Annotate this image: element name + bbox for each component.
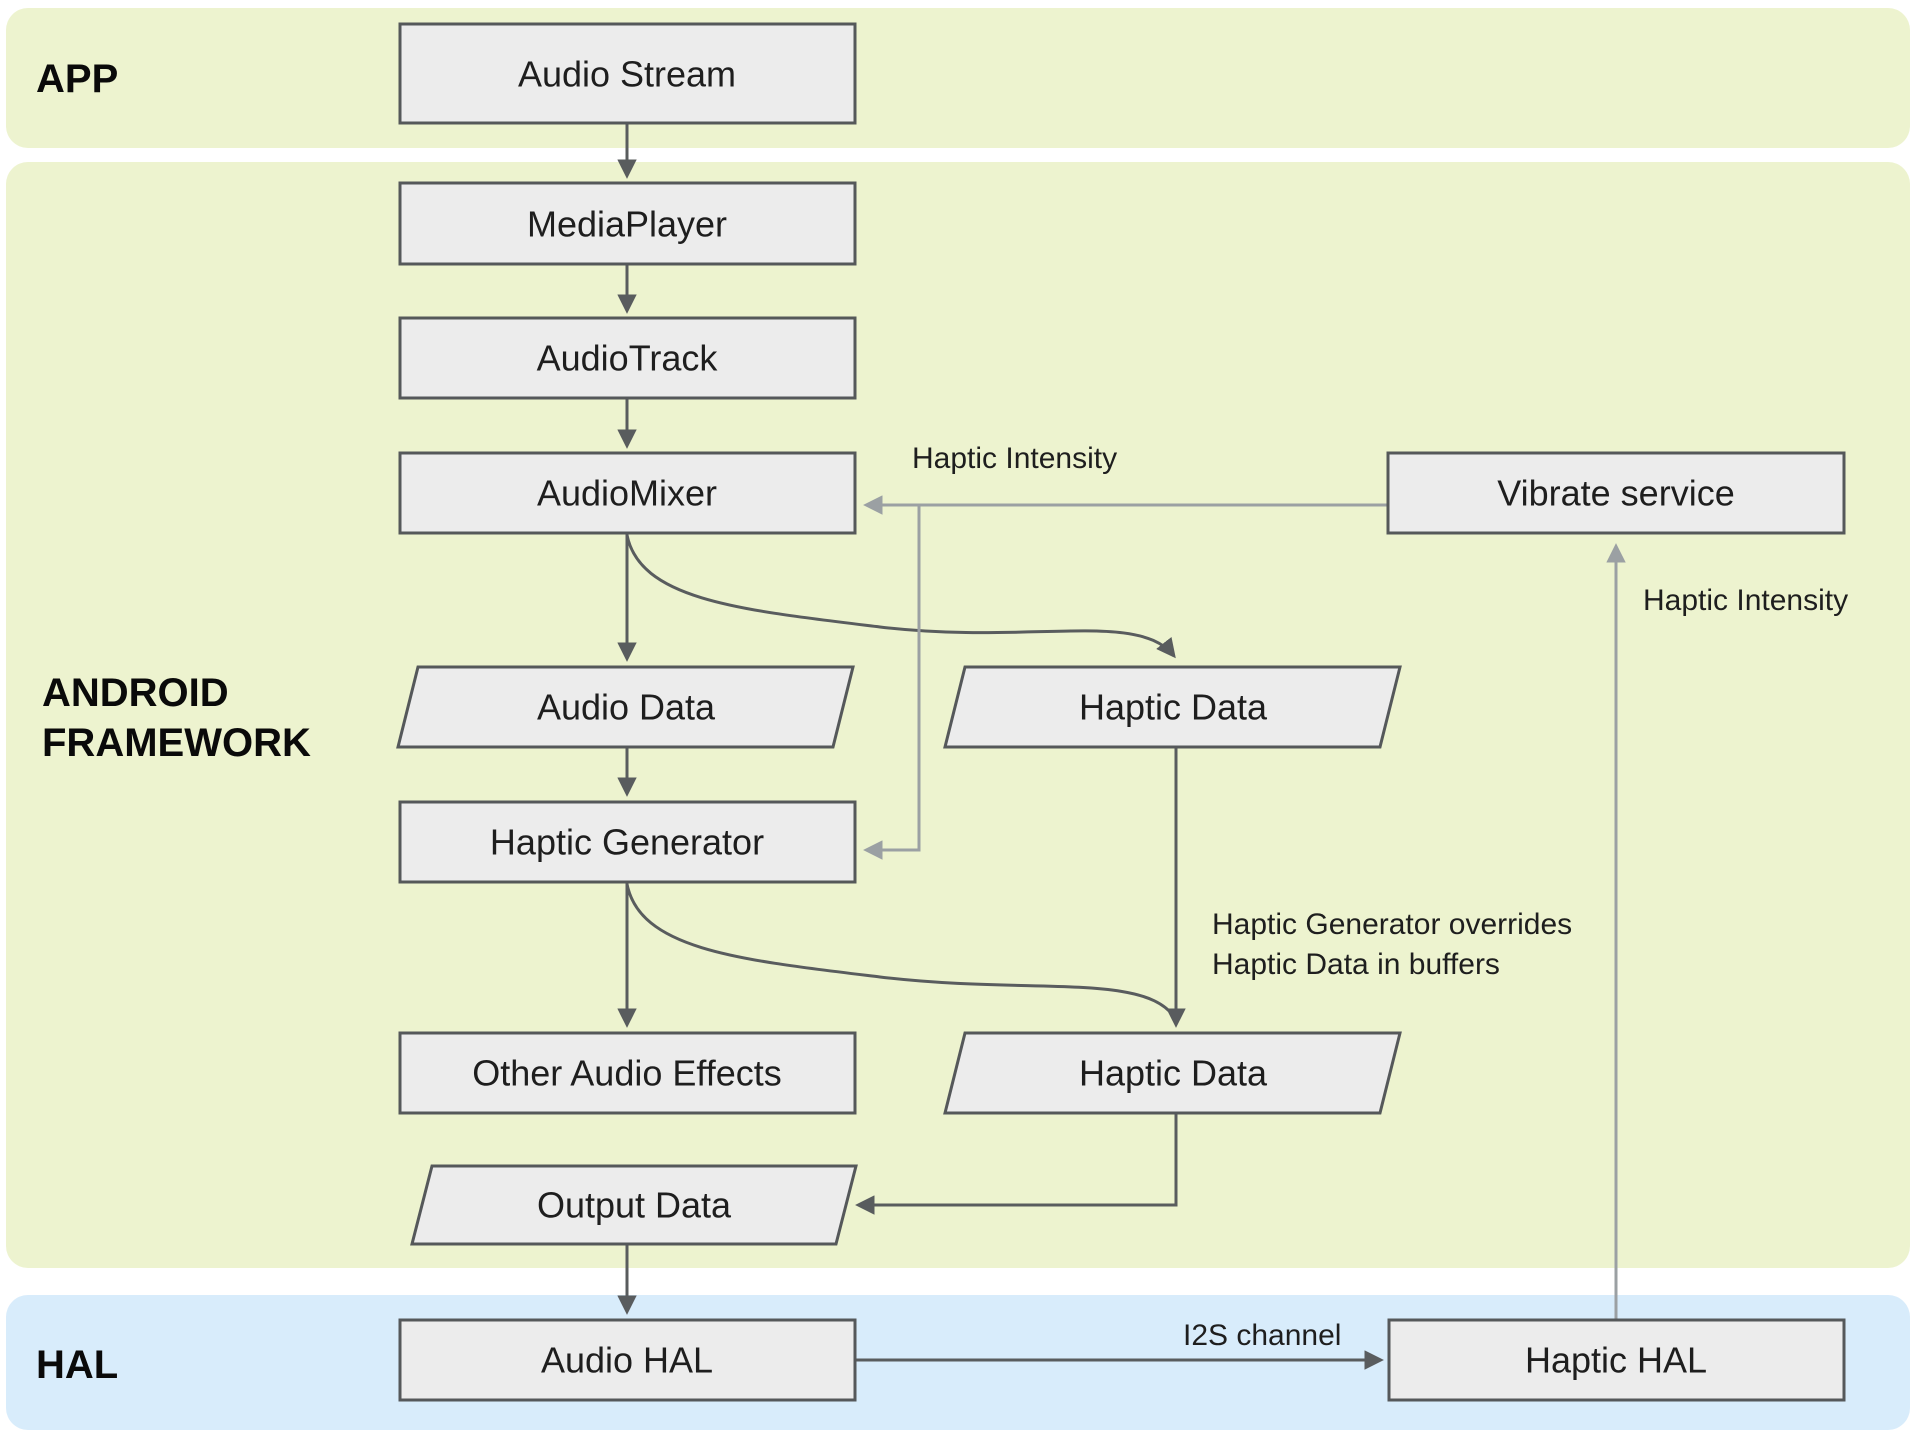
band-app [6,8,1910,148]
node-haptic-data-1: Haptic Data [943,665,1402,749]
node-haptic-generator: Haptic Generator [398,800,857,884]
other-audio-effects-box [398,1031,857,1115]
other-audio-effects-label: Other Audio Effects [472,1053,782,1094]
node-audio-track: AudioTrack [398,316,857,400]
haptic-generator-box [398,800,857,884]
haptic-data-1-label: Haptic Data [1079,687,1268,728]
haptic-intensity-label-left: Haptic Intensity [912,442,1117,475]
audio-track-box [398,316,857,400]
audio-stream-box [398,22,857,125]
haptic-data-1-shape [943,665,1402,749]
haptic-hal-label: Haptic HAL [1525,1340,1707,1381]
audio-mixer-label: AudioMixer [537,473,717,514]
haptic-intensity-label-right: Haptic Intensity [1643,584,1848,617]
audio-data-shape [396,665,855,749]
band-label-framework-line2: FRAMEWORK [42,721,311,765]
audio-track-label: AudioTrack [537,338,719,379]
node-audio-hal: Audio HAL [398,1318,857,1402]
node-output-data: Output Data [410,1164,858,1246]
haptic-data-2-label: Haptic Data [1079,1053,1268,1094]
band-label-hal: HAL [36,1343,118,1387]
override-note-line2: Haptic Data in buffers [1212,948,1500,981]
i2s-channel-label: I2S channel [1183,1319,1341,1352]
audio-data-label: Audio Data [537,687,716,728]
node-haptic-data-2: Haptic Data [943,1031,1402,1115]
node-media-player: MediaPlayer [398,181,857,266]
audio-hal-box [398,1318,857,1402]
node-audio-data: Audio Data [396,665,855,749]
haptic-hal-box [1387,1318,1846,1402]
band-label-app: APP [36,57,118,101]
edge-hapticgenerator-hapticdata2-curve [625,883,1177,1019]
node-haptic-hal: Haptic HAL [1387,1318,1846,1402]
edge-audiomixer-hapticdata1-curve [625,534,1176,659]
output-data-shape [410,1164,858,1246]
vibrate-service-box [1386,451,1846,535]
node-vibrate-service: Vibrate service [1386,451,1846,535]
node-audio-mixer: AudioMixer [398,451,857,535]
haptic-data-2-shape [943,1031,1402,1115]
vibrate-service-label: Vibrate service [1497,473,1734,514]
band-label-framework-line1: ANDROID [42,671,229,715]
node-audio-stream: Audio Stream [398,22,857,125]
media-player-box [398,181,857,266]
edge-vibrateservice-hapticgenerator [863,505,921,860]
audio-hal-label: Audio HAL [541,1340,713,1381]
media-player-label: MediaPlayer [527,204,727,245]
output-data-label: Output Data [537,1185,732,1226]
audio-mixer-box [398,451,857,535]
node-other-audio-effects: Other Audio Effects [398,1031,857,1115]
audio-stream-label: Audio Stream [518,54,736,95]
haptic-generator-label: Haptic Generator [490,822,764,863]
override-note-line1: Haptic Generator overrides [1212,908,1572,941]
edge-hapticdata2-outputdata [855,1113,1178,1215]
